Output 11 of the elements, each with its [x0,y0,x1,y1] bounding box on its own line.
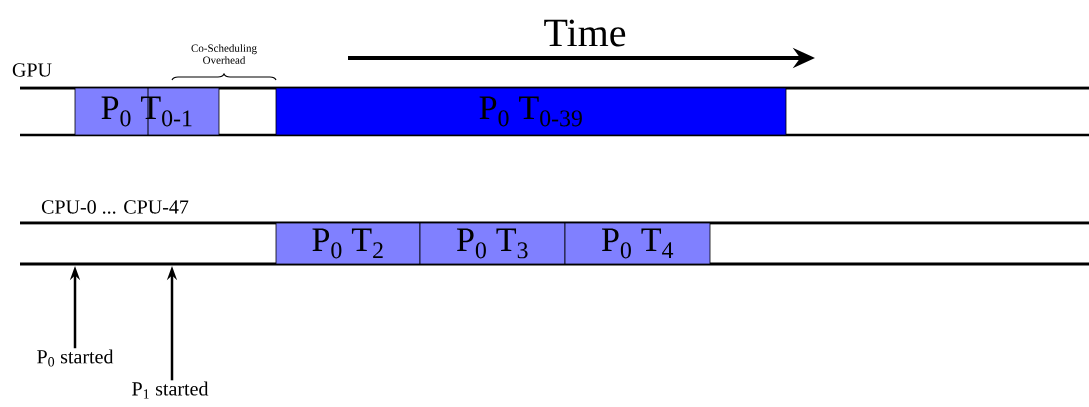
annotation-label: Co-Scheduling Overhead [191,44,257,64]
event-label: P$_{0}$ started [37,349,114,367]
row-label: CPU-0 ... CPU-47 [41,200,189,214]
task-box: P$_{0}$ T$_{0-39}$ [275,87,787,136]
task-box: P$_{0}$ T$_{0-1}$ [74,87,220,136]
task-box: P$_{0}$ T$_{3}$ [419,222,566,265]
title-label: Time [544,19,626,47]
event-label: P$_{1}$ started [132,381,209,399]
row-label: GPU [12,63,52,77]
task-box: P$_{0}$ T$_{2}$ [275,222,421,265]
task-box: P$_{0}$ T$_{4}$ [564,222,711,265]
